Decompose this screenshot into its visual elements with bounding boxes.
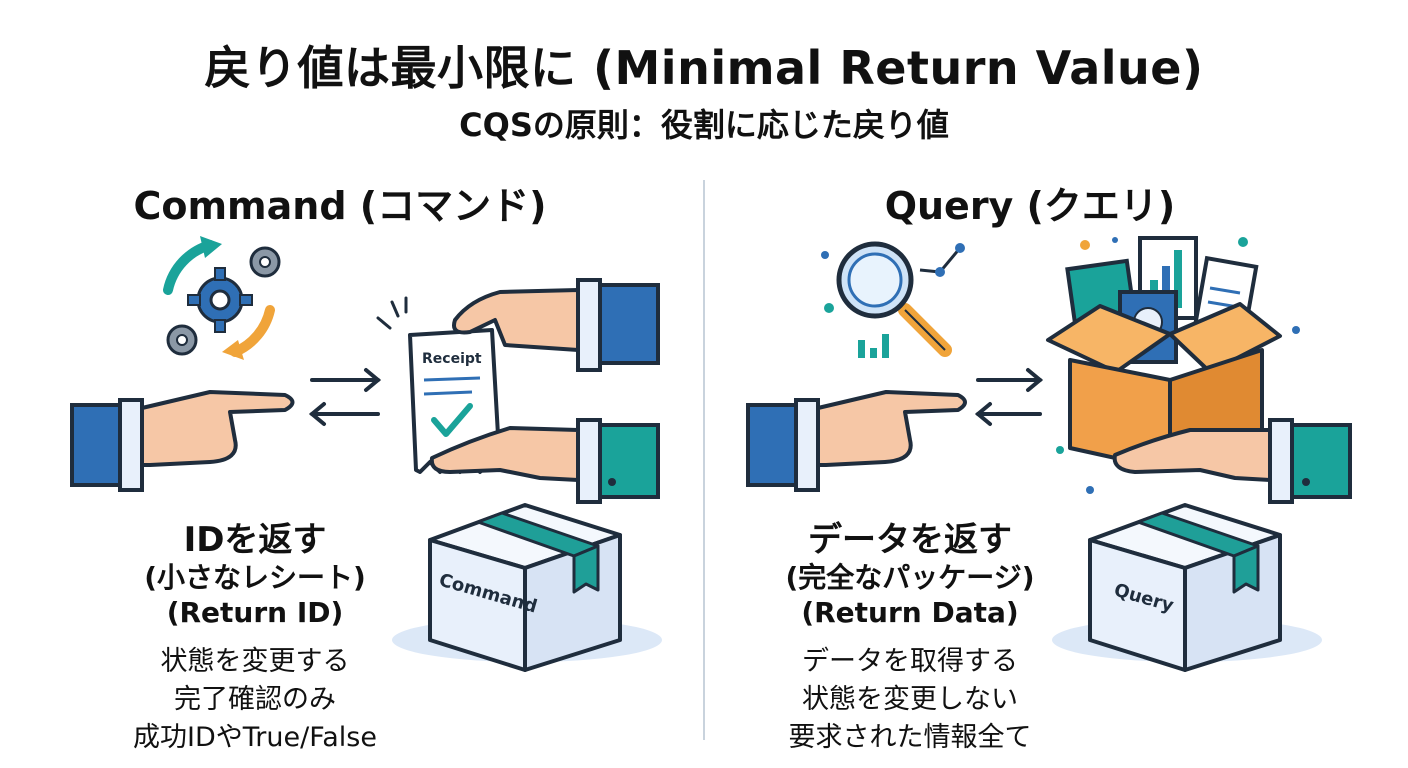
command-description-2: 完了確認のみ: [174, 684, 336, 715]
command-receiving-hand: [429, 418, 660, 504]
magnifier-icon: [821, 241, 965, 358]
gears-icon: [163, 236, 281, 360]
command-description-3: 成功IDやTrue/False: [133, 722, 377, 753]
data-package-icon: [1046, 236, 1300, 494]
command-return-main: IDを返す: [183, 520, 327, 560]
center-divider: [703, 180, 705, 740]
command-exchange-arrows: [308, 368, 382, 426]
page-subtitle: CQSの原則：役割に応じた戻り値: [459, 106, 949, 144]
query-description-2: 状態を変更しない: [802, 684, 1018, 715]
command-description-1: 状態を変更する: [160, 646, 350, 677]
query-description-1: データを取得する: [802, 646, 1018, 677]
command-section-title: Command (コマンド): [133, 184, 547, 228]
page-title: 戻り値は最小限に (Minimal Return Value): [204, 41, 1204, 95]
query-return-en: (Return Data): [801, 596, 1019, 629]
command-return-jp: (小さなレシート): [144, 561, 366, 594]
command-pointing-hand: [70, 390, 295, 492]
query-exchange-arrows: [974, 368, 1044, 426]
query-box-icon: Query: [1052, 503, 1322, 672]
query-description-3: 要求された情報全て: [788, 722, 1032, 753]
query-return-main: データを返す: [808, 520, 1012, 560]
receipt-label: Receipt: [422, 351, 482, 367]
query-receiving-hand: [1112, 418, 1352, 504]
command-giving-hand: [452, 278, 660, 372]
query-pointing-hand: [746, 390, 967, 492]
query-section-title: Query (クエリ): [884, 184, 1176, 228]
command-box-icon: Command: [392, 503, 662, 672]
command-return-en: (Return ID): [166, 596, 344, 629]
query-return-jp: (完全なパッケージ): [785, 561, 1035, 594]
